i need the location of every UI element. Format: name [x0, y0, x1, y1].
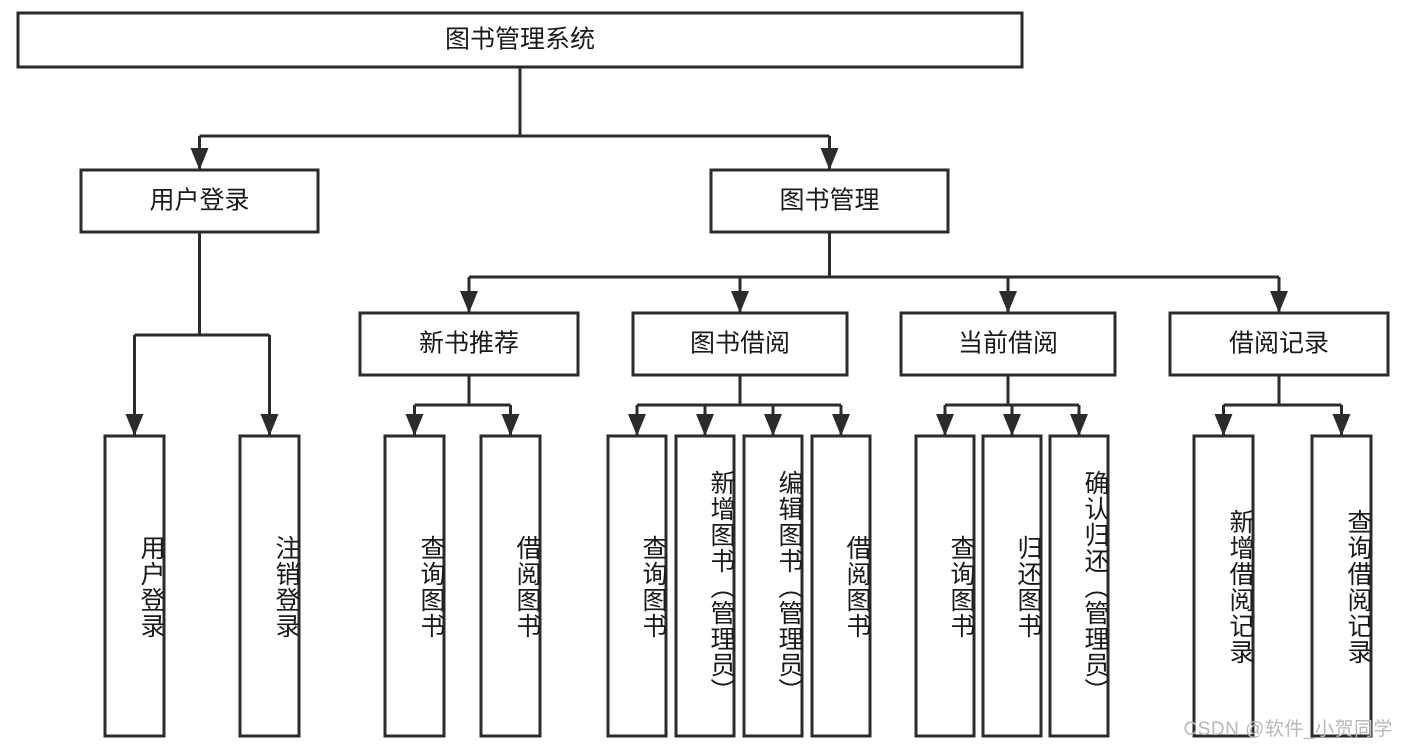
node-box-leaf_6[interactable] [674, 434, 736, 738]
node-box-leaf_10[interactable] [981, 434, 1043, 738]
arrow-head-leaf_4 [501, 414, 520, 436]
arrow-head-leaf_2 [260, 414, 279, 436]
node-leaf_12[interactable] [1192, 434, 1255, 738]
node-label-root: 图书管理系统 [445, 26, 595, 54]
node-box-leaf_1[interactable] [103, 434, 166, 738]
node-leaf_3[interactable] [383, 434, 446, 738]
node-label-level3_a: 新书推荐 [419, 330, 519, 358]
node-box-leaf_4[interactable] [479, 434, 542, 738]
arrow-head-level3_b [731, 291, 749, 313]
node-box-level2_a[interactable] [79, 168, 320, 234]
arrow-head-level3_d [1270, 291, 1288, 313]
node-box-level3_c[interactable] [899, 311, 1117, 377]
node-label-level2_a: 用户登录 [149, 187, 249, 215]
node-box-leaf_9[interactable] [914, 434, 976, 738]
node-level2_a[interactable]: 用户登录 [79, 168, 320, 234]
node-level3_c[interactable]: 当前借阅 [899, 311, 1117, 377]
node-level3_b[interactable]: 图书借阅 [631, 311, 849, 377]
node-leaf_2[interactable] [238, 434, 301, 738]
node-box-leaf_2[interactable] [238, 434, 301, 738]
node-box-level3_d[interactable] [1168, 311, 1390, 377]
arrow-head-leaf_13 [1332, 414, 1351, 436]
node-root[interactable]: 图书管理系统 [16, 11, 1024, 69]
arrow-head-leaf_6 [696, 414, 714, 436]
arrow-head-leaf_11 [1070, 414, 1088, 436]
arrow-head-leaf_8 [832, 414, 850, 436]
node-leaf_10[interactable] [981, 434, 1043, 738]
node-leaf_1[interactable] [103, 434, 166, 738]
node-box-leaf_13[interactable] [1310, 434, 1373, 738]
node-label-level2_b: 图书管理 [779, 187, 879, 215]
node-box-leaf_3[interactable] [383, 434, 446, 738]
arrow-head-level3_c [999, 291, 1017, 313]
node-level2_b[interactable]: 图书管理 [709, 168, 950, 234]
node-box-leaf_7[interactable] [742, 434, 804, 738]
node-box-level3_a[interactable] [358, 311, 580, 377]
arrow-head-level2_a [190, 148, 209, 170]
node-level3_a[interactable]: 新书推荐 [358, 311, 580, 377]
node-label-level3_b: 图书借阅 [690, 330, 790, 358]
node-box-level2_b[interactable] [709, 168, 950, 234]
arrow-head-leaf_5 [628, 414, 646, 436]
arrow-head-level3_a [460, 291, 478, 313]
arrow-head-leaf_10 [1003, 414, 1021, 436]
node-label-level3_d: 借阅记录 [1229, 330, 1329, 358]
node-leaf_11[interactable] [1048, 434, 1110, 738]
arrow-head-leaf_9 [936, 414, 954, 436]
node-leaf_4[interactable] [479, 434, 542, 738]
node-box-leaf_5[interactable] [606, 434, 668, 738]
arrow-head-leaf_3 [405, 414, 424, 436]
edges-layer [125, 67, 1351, 436]
arrow-head-leaf_1 [125, 414, 144, 436]
node-leaf_13[interactable] [1310, 434, 1373, 738]
arrow-head-leaf_7 [764, 414, 782, 436]
node-label-level3_c: 当前借阅 [958, 330, 1058, 358]
arrow-head-level2_b [820, 148, 839, 170]
node-box-leaf_12[interactable] [1192, 434, 1255, 738]
node-box-leaf_11[interactable] [1048, 434, 1110, 738]
watermark-text: CSDN @软件_小贺同学 [1183, 719, 1393, 740]
node-box-root[interactable] [16, 11, 1024, 69]
node-level3_d[interactable]: 借阅记录 [1168, 311, 1390, 377]
node-box-leaf_8[interactable] [810, 434, 872, 738]
node-leaf_6[interactable] [674, 434, 736, 738]
node-leaf_7[interactable] [742, 434, 804, 738]
node-box-level3_b[interactable] [631, 311, 849, 377]
node-leaf_9[interactable] [914, 434, 976, 738]
arrow-head-leaf_12 [1214, 414, 1233, 436]
node-leaf_8[interactable] [810, 434, 872, 738]
node-leaf_5[interactable] [606, 434, 668, 738]
